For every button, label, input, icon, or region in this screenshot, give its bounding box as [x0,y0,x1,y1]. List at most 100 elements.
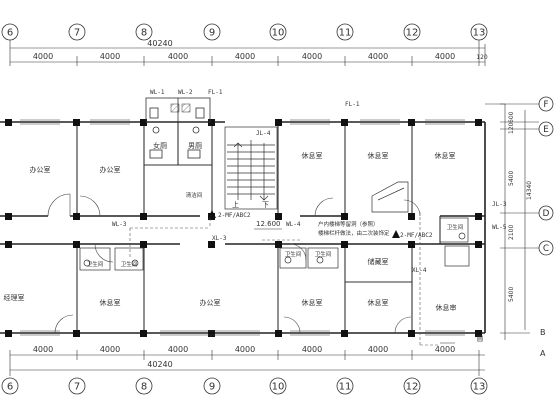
door-swings [47,193,421,334]
axis-label-6: 6 [7,28,13,39]
room-label-lounge-1: 休息室 [302,151,323,160]
side-span-4: 2100 [508,225,515,240]
bottom-axis-label-9: 9 [209,382,215,393]
right-axis-bubbles [538,96,554,256]
top-span-2: 4000 [100,52,120,61]
pipe-runs [129,212,440,346]
top-dimensions [9,40,486,66]
bottom-total-dimension: 40240 [147,360,172,369]
stairwell [224,126,278,210]
pipe-tag-fl1-b: FL-1 [208,89,223,96]
extinguisher-label-2: 2-MF/ABC2 [400,232,433,239]
room-label-office-1: 办公室 [30,165,51,174]
room-label-womens-wc: 女厕 [153,141,167,150]
bottom-axis-label-10: 10 [272,382,285,393]
bottom-dimensions [9,350,485,376]
bottom-span-7: 4000 [435,345,455,354]
axis-label-c: C [543,244,549,254]
stair-up-label: 上 [232,200,239,209]
room-label-office-2: 办公室 [100,165,121,174]
side-span-5: 5400 [508,287,515,302]
bottom-axis-label-12: 12 [406,382,419,393]
top-span-6: 4000 [368,52,388,61]
exterior-walls [0,121,486,334]
bottom-axis-label-13: 13 [473,382,486,393]
wc-block [145,97,211,159]
pipe-tag-xl3: XL-3 [212,235,227,242]
pipe-tag-wl1: WL-1 [150,89,165,96]
top-span-5: 4000 [302,52,322,61]
side-span-3: 5400 [508,171,515,186]
axis-label-12: 12 [406,28,419,39]
lobby-feature [371,181,409,213]
bottom-span-6: 4000 [368,345,388,354]
bottom-axis-bubbles [1,377,488,395]
stair-down-label: 下 [262,201,269,209]
room-label-lounge-2: 休息室 [368,151,389,160]
bottom-span-3: 4000 [168,345,188,354]
bottom-span-2: 4000 [100,345,120,354]
top-span-7: 4000 [435,52,455,61]
bottom-axis-label-11: 11 [339,382,352,393]
top-span-4: 4000 [235,52,255,61]
room-label-lounge-5: 休息室 [302,298,323,307]
top-total-dimension: 40240 [147,39,172,48]
bottom-span-4: 4000 [235,345,255,354]
floor-elevation: 12.600 [256,220,281,228]
room-label-storage: 储藏室 [368,257,389,266]
room-label-lounge-4: 休息室 [100,298,121,307]
right-axis-b-partial: B [540,328,546,337]
room-label-clean-room: 清洁间 [186,191,203,199]
bottom-span-5: 4000 [302,345,322,354]
top-axis-bubbles [1,23,488,41]
room-label-bathroom-1: 卫生间 [87,260,104,268]
axis-label-d: D [543,209,550,219]
axis-label-9: 9 [209,28,215,39]
pipe-tag-xl4: XL-4 [412,267,427,274]
bottom-axis-label-8: 8 [141,382,147,393]
lower-bathrooms [79,217,470,271]
room-label-bathroom-3: 卫生间 [285,250,302,258]
axis-label-7: 7 [74,28,80,39]
bottom-axis-label-6: 6 [7,382,13,393]
right-dimensions [485,103,539,340]
corner-mark: 圆 [477,336,483,343]
top-span-3: 4000 [168,52,188,61]
stair-note-2: 楼梯栏杆做法，由二次装饰定 [318,229,390,237]
room-label-office-3: 办公室 [200,298,221,307]
interior-walls [76,122,441,333]
room-label-lounge-6: 休息室 [368,298,389,307]
side-span-2: 120 [508,122,515,134]
room-label-mens-wc: 男厕 [188,142,202,150]
axis-label-e: E [543,125,549,135]
pipe-tag-wl3: WL-3 [112,221,127,228]
axis-label-11: 11 [339,28,352,39]
stair-note-1: 户内楼梯等留洞（参照） [318,220,379,228]
axis-label-10: 10 [272,28,285,39]
pipe-tag-jl4: JL-4 [256,130,271,137]
axis-label-13: 13 [473,28,486,39]
right-axis-a-partial: A [540,349,546,358]
room-label-bathroom-4: 卫生间 [315,250,332,258]
pipe-tag-wl5: WL-5 [492,224,507,231]
side-span-1: 600 [508,111,515,123]
top-span-1: 4000 [33,52,53,61]
room-label-lounge-3: 休息室 [435,151,456,160]
room-label-bathroom-5: 卫生间 [447,223,464,231]
side-overall: 14340 [526,181,533,200]
pipe-tag-wl2: WL-2 [178,89,193,96]
top-span-last: 120 [476,54,488,61]
pipe-tag-wl4: WL-4 [286,221,301,228]
axis-label-8: 8 [141,28,147,39]
pipe-tag-jl3: JL-3 [492,201,507,208]
extinguisher-label-1: 2-MF/ABC2 [218,212,251,219]
windows [20,119,465,336]
room-label-manager-office: 经理室 [4,293,25,302]
vent-shafts [170,103,191,113]
bottom-span-1: 4000 [33,345,53,354]
axis-label-f: F [543,100,548,110]
room-label-bathroom-2: 卫生间 [121,260,138,268]
extinguisher-icon [208,210,400,238]
room-label-lounge-7: 休息审 [436,303,457,312]
